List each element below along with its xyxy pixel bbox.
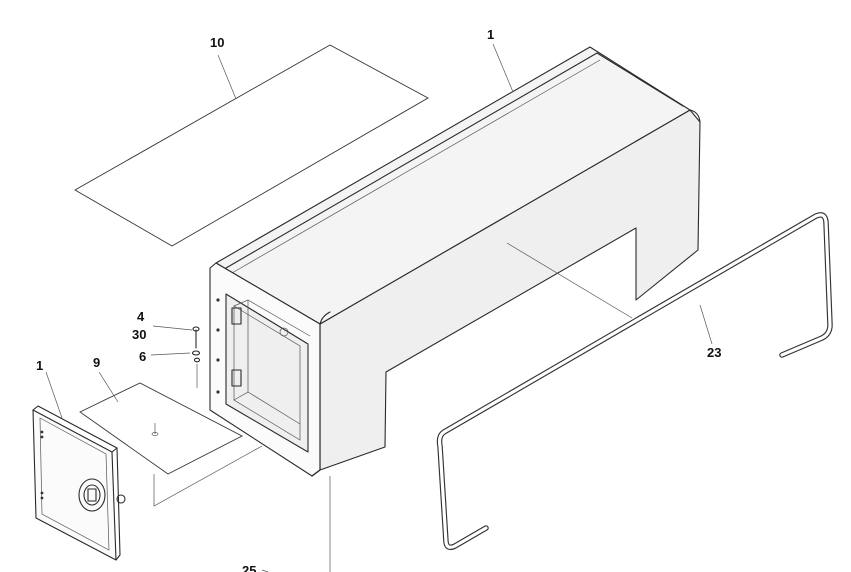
part-9-door-sheet — [79, 382, 243, 475]
part-1-door — [32, 405, 126, 561]
bolt-4 — [192, 326, 200, 332]
callout-1-top: 1 — [487, 27, 494, 42]
callout-6: 6 — [139, 349, 146, 364]
part-10-top-sheet — [74, 44, 429, 247]
frame-hole — [216, 298, 220, 302]
latch-bracket-lower — [231, 369, 242, 387]
frame-hole — [216, 328, 220, 332]
callout-4: 4 — [137, 309, 145, 324]
callout-25: 25 — [242, 563, 256, 572]
callout-1-left: 1 — [36, 358, 43, 373]
frame-hole — [216, 390, 220, 394]
callout-23: 23 — [707, 345, 721, 360]
part-1-cabinet-body — [209, 46, 701, 477]
frame-hole — [216, 358, 220, 362]
cabinet-side-face — [319, 109, 701, 471]
callout-10: 10 — [210, 35, 224, 50]
latch-bracket-upper — [231, 307, 242, 325]
hardware-stack — [191, 326, 201, 388]
door-outer — [32, 409, 117, 561]
callout-labels: 10 1 4 30 6 1 9 23 25 — [36, 27, 721, 572]
nut-6 — [193, 357, 201, 363]
assembly-lines — [45, 43, 713, 572]
callout-30: 30 — [132, 327, 146, 342]
door-lock — [78, 478, 106, 512]
door-hinge-knob — [116, 494, 126, 504]
washer-30 — [191, 350, 201, 356]
callout-9: 9 — [93, 355, 100, 370]
part-23-seal-gasket — [436, 212, 833, 551]
